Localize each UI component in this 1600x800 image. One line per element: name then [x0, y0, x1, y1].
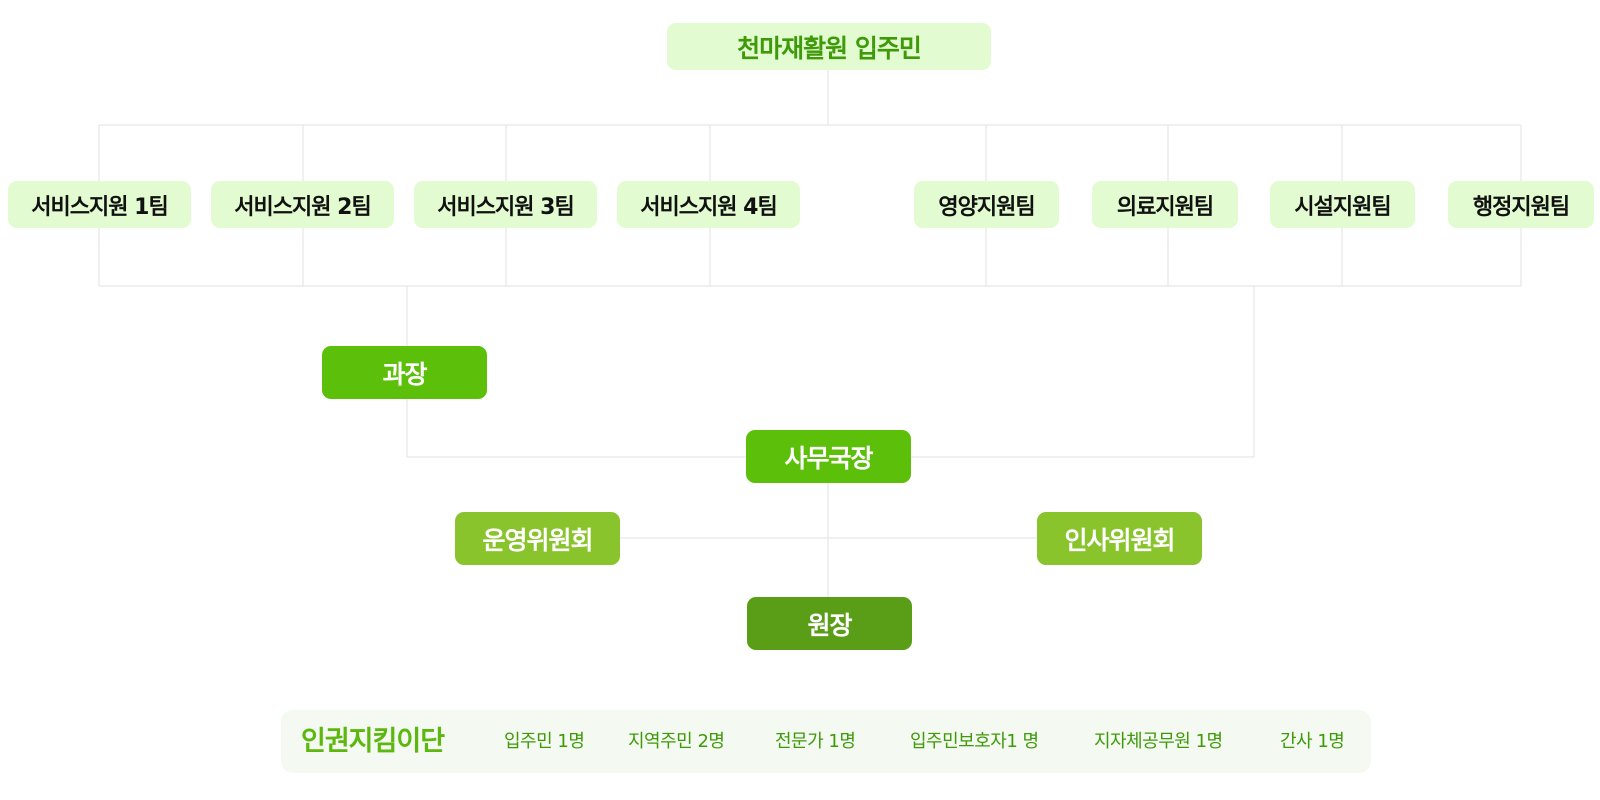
- member-expert: 전문가 1명: [775, 731, 856, 752]
- team-service-1: 서비스지원 1팀: [8, 181, 191, 228]
- personnel-committee-box: 인사위원회: [1037, 512, 1202, 565]
- team-administration: 행정지원팀: [1448, 181, 1594, 228]
- team-service-4: 서비스지원 4팀: [617, 181, 800, 228]
- team-nutrition: 영양지원팀: [914, 181, 1059, 228]
- director-box: 원장: [747, 597, 912, 650]
- member-local-residents: 지역주민 2명: [628, 731, 725, 752]
- member-official: 지자체공무원 1명: [1094, 731, 1223, 752]
- member-resident: 입주민 1명: [504, 731, 585, 752]
- operations-committee-box: 운영위원회: [455, 512, 620, 565]
- human-rights-team-title: 인권지킴이단: [301, 726, 445, 757]
- team-medical: 의료지원팀: [1092, 181, 1238, 228]
- team-service-2: 서비스지원 2팀: [211, 181, 394, 228]
- human-rights-team-bar: 인권지킴이단 입주민 1명 지역주민 2명 전문가 1명 입주민보호자1 명 지…: [281, 710, 1371, 773]
- team-facility: 시설지원팀: [1270, 181, 1415, 228]
- secretary-general-box: 사무국장: [746, 430, 911, 483]
- team-service-3: 서비스지원 3팀: [414, 181, 597, 228]
- member-secretary: 간사 1명: [1280, 731, 1345, 752]
- section-chief-box: 과장: [322, 346, 487, 399]
- member-guardian: 입주민보호자1 명: [910, 731, 1039, 752]
- residents-box: 천마재활원 입주민: [667, 23, 991, 70]
